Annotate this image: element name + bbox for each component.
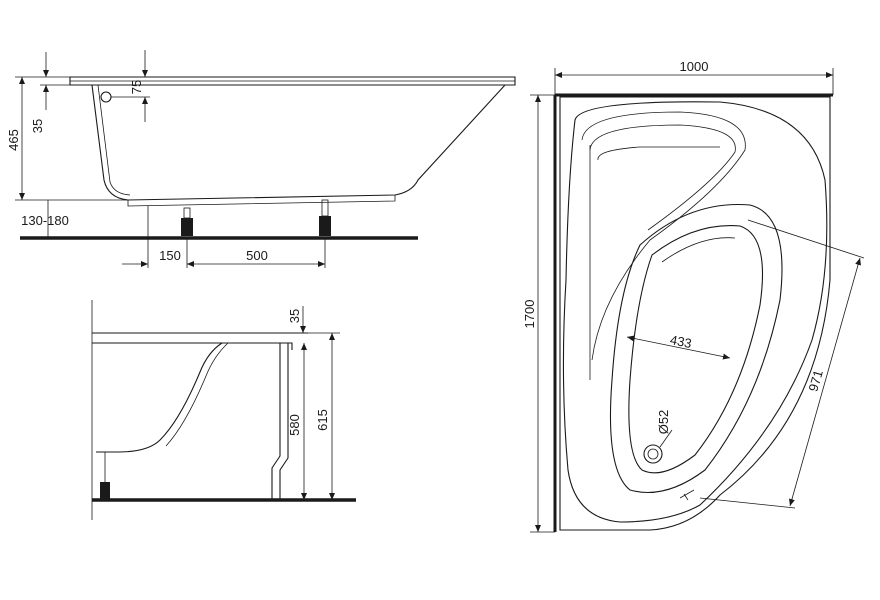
side-view-leg-right bbox=[319, 199, 331, 236]
dim-615: 615 bbox=[315, 409, 330, 431]
drain-icon bbox=[643, 444, 663, 464]
overflow-icon bbox=[100, 91, 112, 103]
side-view-rim bbox=[69, 76, 516, 86]
end-view-tub-body bbox=[96, 342, 224, 453]
dim-150: 150 bbox=[159, 248, 181, 263]
dim-500: 500 bbox=[246, 248, 268, 263]
end-view-apron bbox=[271, 343, 281, 500]
basin-outer bbox=[609, 203, 783, 493]
top-view: 1000 1700 433 971 Ø52 bbox=[522, 59, 865, 533]
side-view-tub-body bbox=[91, 84, 506, 201]
end-view-leg bbox=[100, 482, 110, 499]
dim-overflow-75: 75 bbox=[129, 80, 144, 94]
dim-rim-35: 35 bbox=[30, 119, 45, 133]
dim-drain-52: Ø52 bbox=[656, 410, 671, 435]
basin-inner bbox=[628, 225, 763, 474]
tub-outline bbox=[559, 96, 831, 531]
dim-1700: 1700 bbox=[522, 300, 537, 329]
dim-433: 433 bbox=[669, 332, 693, 351]
side-view-leg-left bbox=[181, 207, 193, 236]
side-view: 465 35 75 130-180 150 500 bbox=[6, 50, 516, 268]
dim-end-rim-35: 35 bbox=[287, 309, 302, 323]
dim-1000: 1000 bbox=[680, 59, 709, 74]
dim-legs-130-180: 130-180 bbox=[21, 213, 69, 228]
dim-580: 580 bbox=[287, 414, 302, 436]
end-view: 35 580 615 bbox=[91, 300, 356, 520]
dim-971: 971 bbox=[805, 368, 825, 393]
dim-465: 465 bbox=[6, 129, 21, 151]
